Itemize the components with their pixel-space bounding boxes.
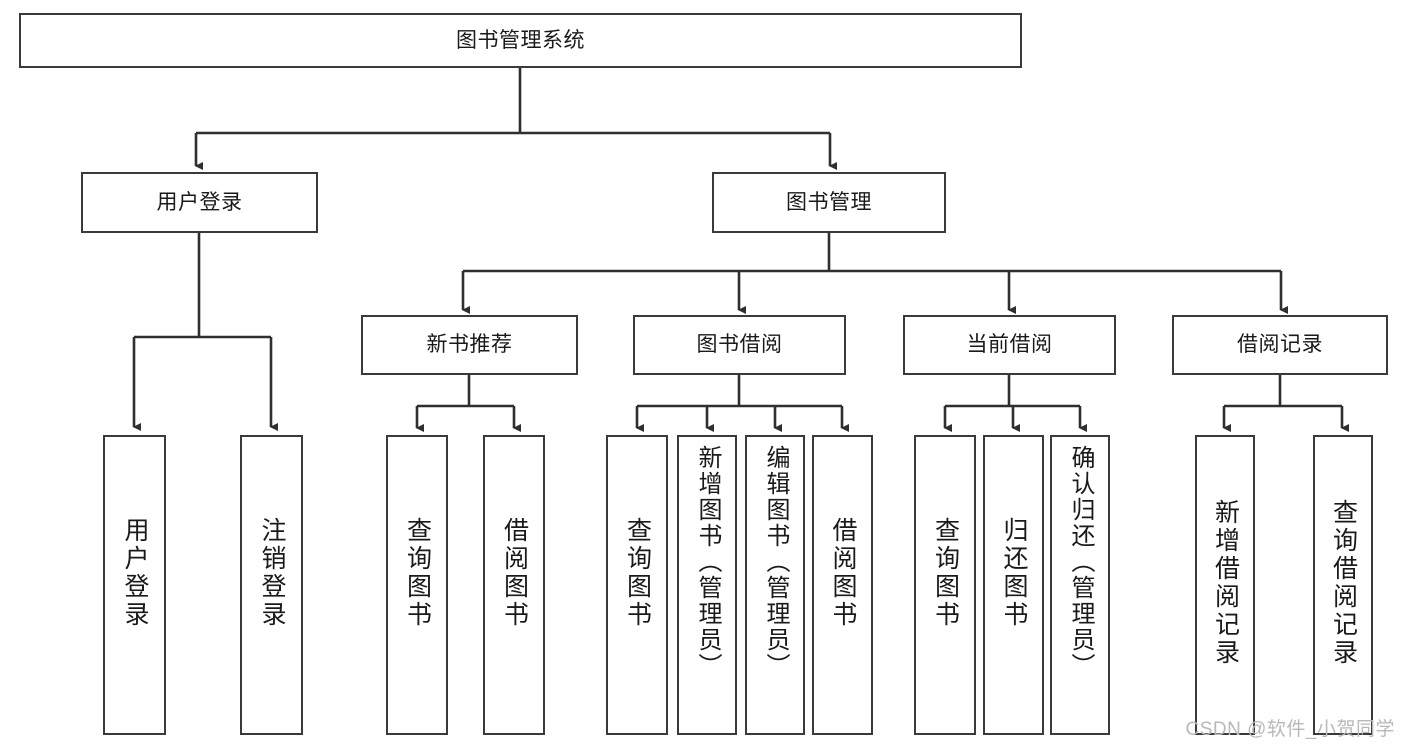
node-label: 注销登录 <box>258 517 286 629</box>
node-user-login[interactable]: 用户登录 <box>81 172 318 233</box>
node-label: 新书推荐 <box>426 333 513 357</box>
node-label: 查询图书 <box>403 517 432 629</box>
node-label: 编辑图书（管理员） <box>762 445 789 679</box>
node-leaf-query-book-current[interactable]: 查询图书 <box>914 435 976 735</box>
node-leaf-user-login[interactable]: 用户登录 <box>103 435 166 735</box>
node-book-management[interactable]: 图书管理 <box>712 172 946 233</box>
node-leaf-query-book-recommend[interactable]: 查询图书 <box>386 435 448 735</box>
node-label: 确认归还（管理员） <box>1067 445 1094 679</box>
node-label: 查询图书 <box>623 517 652 629</box>
node-label: 图书管理 <box>786 190 872 214</box>
node-label: 归还图书 <box>1000 517 1028 629</box>
node-book-borrow[interactable]: 图书借阅 <box>633 315 846 375</box>
node-leaf-add-borrow-record[interactable]: 新增借阅记录 <box>1195 435 1255 735</box>
node-root-book-management-system[interactable]: 图书管理系统 <box>19 13 1022 68</box>
watermark-text: CSDN @软件_小贺同学 <box>1185 719 1395 740</box>
node-new-book-recommend[interactable]: 新书推荐 <box>361 315 578 375</box>
node-label: 用户登录 <box>121 517 149 629</box>
node-leaf-query-borrow-record[interactable]: 查询借阅记录 <box>1313 435 1373 735</box>
node-leaf-borrow-book-recommend[interactable]: 借阅图书 <box>483 435 545 735</box>
node-label: 新增借阅记录 <box>1211 499 1240 667</box>
node-label: 图书借阅 <box>696 333 783 357</box>
node-borrow-record[interactable]: 借阅记录 <box>1172 315 1388 375</box>
node-label: 图书管理系统 <box>456 28 585 52</box>
node-leaf-query-book-borrow[interactable]: 查询图书 <box>606 435 668 735</box>
node-label: 借阅图书 <box>500 517 529 629</box>
node-label: 当前借阅 <box>966 333 1053 357</box>
node-label: 查询借阅记录 <box>1329 499 1358 667</box>
node-leaf-logout[interactable]: 注销登录 <box>240 435 303 735</box>
node-label: 新增图书（管理员） <box>694 445 721 679</box>
node-leaf-add-book-admin[interactable]: 新增图书（管理员） <box>677 435 737 735</box>
node-label: 查询图书 <box>931 517 960 629</box>
node-leaf-borrow-book[interactable]: 借阅图书 <box>812 435 873 735</box>
node-leaf-edit-book-admin[interactable]: 编辑图书（管理员） <box>745 435 805 735</box>
node-current-borrow[interactable]: 当前借阅 <box>903 315 1116 375</box>
node-leaf-return-book[interactable]: 归还图书 <box>983 435 1044 735</box>
node-label: 用户登录 <box>156 190 243 214</box>
node-label: 借阅记录 <box>1237 333 1323 357</box>
node-label: 借阅图书 <box>829 517 857 629</box>
node-leaf-confirm-return-admin[interactable]: 确认归还（管理员） <box>1050 435 1110 735</box>
